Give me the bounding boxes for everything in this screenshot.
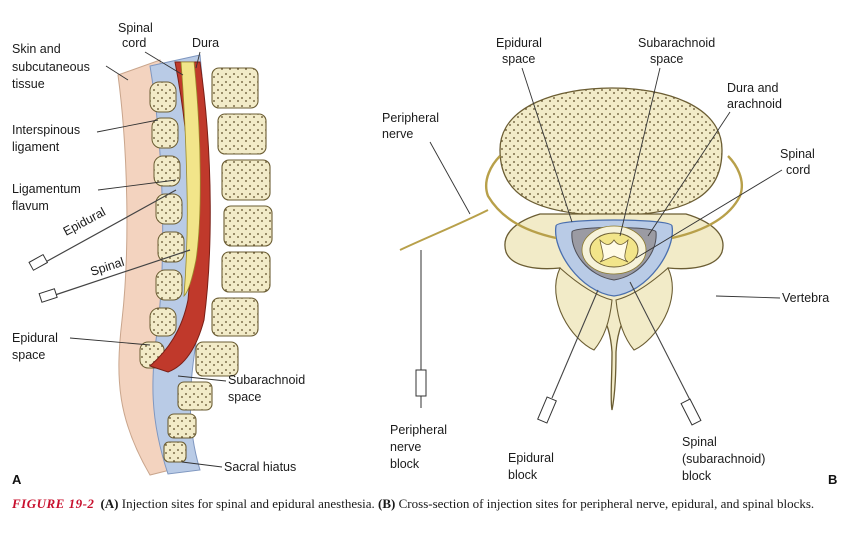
vertebral-bodies <box>163 67 273 463</box>
label-subarachnoid-b-2: space <box>650 52 683 66</box>
needle-epidural-a <box>28 189 177 271</box>
vertebral-body-b <box>499 87 723 217</box>
label-spinal-cord-a-2: cord <box>122 36 146 50</box>
label-spinal-cord-b-2: cord <box>786 163 810 177</box>
label-needle-spinal: Spinal <box>89 255 126 279</box>
figure-caption: FIGURE 19-2 (A) Injection sites for spina… <box>12 496 842 512</box>
label-subarachnoid-a-2: space <box>228 390 261 404</box>
label-epidural-space-b-1: Epidural <box>496 36 542 50</box>
label-subarachnoid-a-1: Subarachnoid <box>228 373 305 387</box>
label-spinal-cord-a-1: Spinal <box>118 21 153 35</box>
label-needle-epidural: Epidural <box>61 205 108 239</box>
label-sacral-hiatus: Sacral hiatus <box>224 460 296 474</box>
panel-a-illustration <box>28 54 273 476</box>
caption-part-a-letter: (A) <box>100 496 119 511</box>
spinous-lobe-left <box>555 267 613 351</box>
label-peripheral-nerve-1: Peripheral <box>382 111 439 125</box>
label-skin-2: subcutaneous <box>12 60 90 74</box>
label-interspinous-1: Interspinous <box>12 123 80 137</box>
caption-figure-number: FIGURE 19-2 <box>12 496 95 511</box>
panel-a-labels: Spinal cord Dura Skin and subcutaneous t… <box>12 21 305 487</box>
label-spinal-block-3: block <box>682 469 712 483</box>
caption-part-a-text: Injection sites for spinal and epidural … <box>118 496 379 511</box>
label-subarachnoid-b-1: Subarachnoid <box>638 36 715 50</box>
caption-part-b-text: Cross-section of injection sites for per… <box>395 496 815 511</box>
spinal-cord-a <box>180 61 201 298</box>
label-epidural-space-b-2: space <box>502 52 535 66</box>
label-interspinous-2: ligament <box>12 140 60 154</box>
nerve-roots <box>485 155 743 240</box>
label-peripheral-block-2: nerve <box>390 440 421 454</box>
label-epidural-space-a-2: space <box>12 348 45 362</box>
panel-b-labels: Epidural space Subarachnoid space Dura a… <box>382 36 837 487</box>
label-spinal-block-1: Spinal <box>682 435 717 449</box>
needle-peripheral-b <box>415 250 427 408</box>
label-skin-3: tissue <box>12 77 45 91</box>
panel-b-illustration <box>399 87 743 426</box>
label-epidural-block-2: block <box>508 468 538 482</box>
spinous-processes <box>139 81 185 369</box>
vertebral-arch-b <box>504 213 724 411</box>
label-spinal-cord-b-1: Spinal <box>780 147 815 161</box>
label-vertebra: Vertebra <box>782 291 829 305</box>
needle-epidural-b <box>537 289 599 424</box>
label-peripheral-block-3: block <box>390 457 420 471</box>
label-dura-a: Dura <box>192 36 219 50</box>
peripheral-nerve-b <box>399 209 489 251</box>
label-peripheral-nerve-2: nerve <box>382 127 413 141</box>
label-ligamentum-2: flavum <box>12 199 49 213</box>
label-ligamentum-1: Ligamentum <box>12 182 81 196</box>
panel-letter-a: A <box>12 472 22 487</box>
caption-part-b-letter: (B) <box>378 496 396 511</box>
needle-spinal-b <box>629 281 702 426</box>
panel-letter-b: B <box>828 472 837 487</box>
label-epidural-space-a-1: Epidural <box>12 331 58 345</box>
gray-matter-b <box>599 238 629 263</box>
label-spinal-block-2: (subarachnoid) <box>682 452 765 466</box>
label-peripheral-block-1: Peripheral <box>390 423 447 437</box>
label-skin-1: Skin and <box>12 42 61 56</box>
label-dura-arachnoid-2: arachnoid <box>727 97 782 111</box>
needle-spinal-a <box>38 249 191 303</box>
label-dura-arachnoid-1: Dura and <box>727 81 778 95</box>
label-epidural-block-1: Epidural <box>508 451 554 465</box>
